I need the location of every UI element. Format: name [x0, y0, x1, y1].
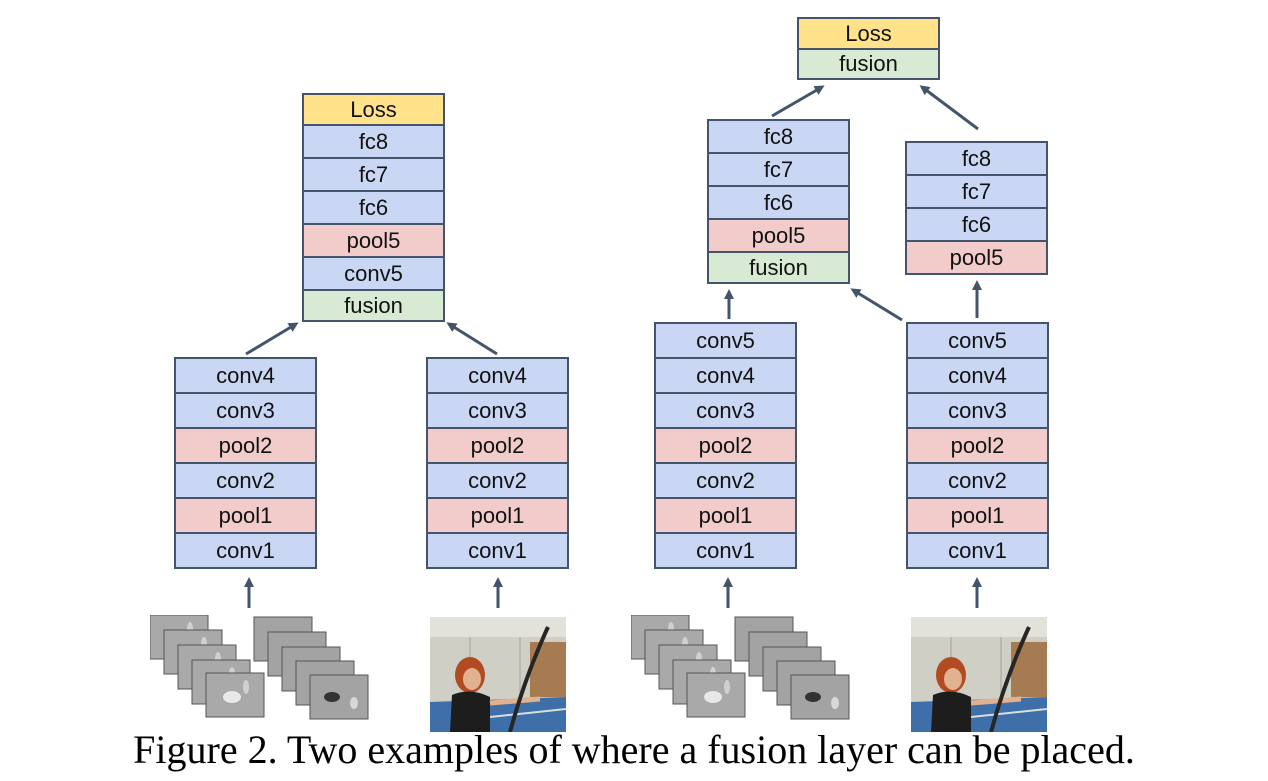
right-final-stack: Loss fusion [797, 17, 940, 80]
pool2-layer: pool2 [426, 427, 569, 464]
conv1-layer: conv1 [906, 532, 1049, 569]
right-rgb-fc-stack: fc8 fc7 fc6 pool5 [905, 141, 1048, 275]
conv1-layer: conv1 [426, 532, 569, 569]
fc6-layer: fc6 [707, 185, 850, 220]
right-flow-stream: conv5 conv4 conv3 pool2 conv2 pool1 conv… [654, 322, 797, 569]
fc6-layer: fc6 [302, 190, 445, 225]
conv1-layer: conv1 [174, 532, 317, 569]
conv5-layer: conv5 [302, 256, 445, 291]
conv1-layer: conv1 [654, 532, 797, 569]
arrow [850, 288, 903, 322]
optical-flow-frames-image [631, 615, 850, 720]
rgb-frame-image [911, 617, 1047, 732]
conv3-layer: conv3 [654, 392, 797, 429]
conv4-layer: conv4 [654, 357, 797, 394]
fusion-layer: fusion [302, 289, 445, 322]
arrow [771, 85, 825, 118]
pool2-layer: pool2 [906, 427, 1049, 464]
left-rgb-stream: conv4 conv3 pool2 conv2 pool1 conv1 [426, 357, 569, 569]
fusion-layer: fusion [797, 48, 940, 80]
loss-layer: Loss [302, 93, 445, 126]
pool2-layer: pool2 [174, 427, 317, 464]
fc7-layer: fc7 [302, 157, 445, 192]
conv4-layer: conv4 [174, 357, 317, 394]
arrow [919, 85, 979, 131]
figure-caption: Figure 2. Two examples of where a fusion… [133, 727, 1135, 772]
pool5-layer: pool5 [905, 240, 1048, 275]
left-flow-stream: conv4 conv3 pool2 conv2 pool1 conv1 [174, 357, 317, 569]
conv3-layer: conv3 [426, 392, 569, 429]
pool1-layer: pool1 [174, 497, 317, 534]
conv5-layer: conv5 [906, 322, 1049, 359]
left-fused-stack: Loss fc8 fc7 fc6 pool5 conv5 fusion [302, 93, 445, 322]
pool1-layer: pool1 [906, 497, 1049, 534]
conv5-layer: conv5 [654, 322, 797, 359]
arrow [446, 322, 498, 356]
fc8-layer: fc8 [905, 141, 1048, 176]
conv3-layer: conv3 [174, 392, 317, 429]
conv2-layer: conv2 [426, 462, 569, 499]
rgb-frame-image [430, 617, 566, 732]
right-rgb-stream: conv5 conv4 conv3 pool2 conv2 pool1 conv… [906, 322, 1049, 569]
pool5-layer: pool5 [302, 223, 445, 258]
fc8-layer: fc8 [707, 119, 850, 154]
optical-flow-frames-image [150, 615, 369, 720]
fusion-layer: fusion [707, 251, 850, 284]
right-fused-fc-stack: fc8 fc7 fc6 pool5 fusion [707, 119, 850, 284]
arrow [245, 322, 299, 356]
fc7-layer: fc7 [905, 174, 1048, 209]
